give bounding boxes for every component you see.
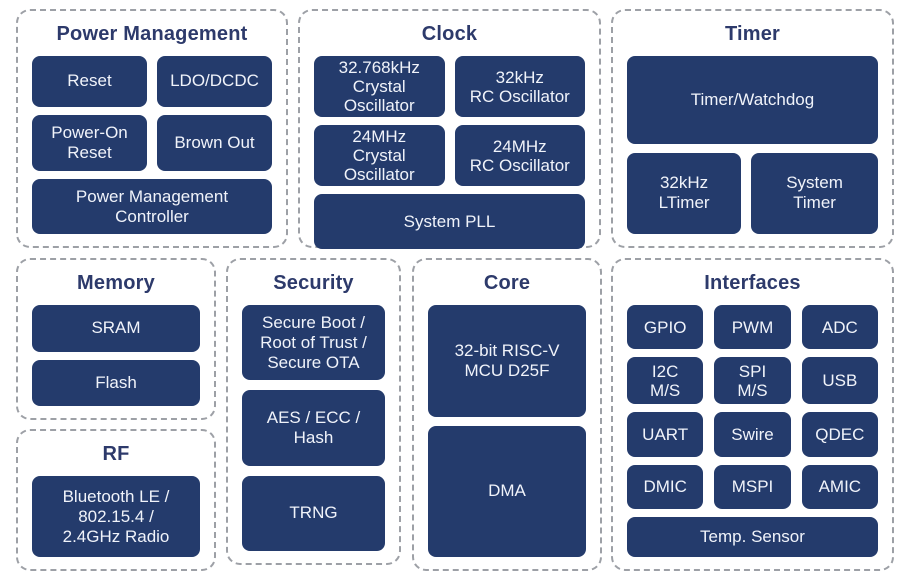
timer-bottom-row: 32kHz LTimer System Timer [627,152,878,234]
block-power-management-controller: Power Management Controller [32,179,272,234]
clock-blocks: 32.768kHz Crystal Oscillator 32kHz RC Os… [314,56,585,249]
block-amic: AMIC [801,464,878,509]
group-clock: Clock 32.768kHz Crystal Oscillator 32kHz… [298,9,601,249]
block-uart: UART [627,412,704,457]
block-32khz-rc-oscillator: 32kHz RC Oscillator [454,56,585,117]
group-power-management: Power Management Reset LDO/DCDC Power-On… [16,9,288,248]
block-mspi: MSPI [714,464,791,509]
block-ldo-dcdc: LDO/DCDC [157,56,272,107]
block-system-pll: System PLL [314,194,585,249]
group-core: Core 32-bit RISC-V MCU D25F DMA [412,258,602,571]
block-temp-sensor: Temp. Sensor [627,516,878,557]
block-usb: USB [801,357,878,405]
block-24mhz-crystal-oscillator: 24MHz Crystal Oscillator [314,125,445,186]
interfaces-blocks: GPIO PWM ADC I2C M/S SPI M/S USB UART Sw… [627,305,878,557]
clock-title: Clock [421,23,478,45]
block-swire: Swire [714,412,791,457]
interfaces-title: Interfaces [704,272,801,294]
security-title: Security [273,272,354,294]
block-dma: DMA [428,425,586,557]
block-dmic: DMIC [627,464,704,509]
block-32-768khz-crystal-oscillator: 32.768kHz Crystal Oscillator [314,56,445,117]
group-rf: RF Bluetooth LE / 802.15.4 / 2.4GHz Radi… [16,429,216,571]
block-secure-boot-root-of-trust-secure-ota: Secure Boot / Root of Trust / Secure OTA [242,305,385,381]
rf-title: RF [102,443,130,465]
block-sram: SRAM [32,305,200,352]
power-management-title: Power Management [56,23,248,45]
block-24mhz-rc-oscillator: 24MHz RC Oscillator [454,125,585,186]
block-power-on-reset: Power-On Reset [32,114,147,172]
block-bluetooth-radio: Bluetooth LE / 802.15.4 / 2.4GHz Radio [32,476,200,557]
block-qdec: QDEC [801,412,878,457]
block-32khz-ltimer: 32kHz LTimer [627,152,742,234]
block-spi-ms: SPI M/S [714,357,791,405]
core-blocks: 32-bit RISC-V MCU D25F DMA [428,305,586,557]
block-adc: ADC [801,305,878,350]
group-security: Security Secure Boot / Root of Trust / S… [226,258,401,565]
group-timer: Timer Timer/Watchdog 32kHz LTimer System… [611,9,894,248]
group-interfaces: Interfaces GPIO PWM ADC I2C M/S SPI M/S … [611,258,894,571]
memory-blocks: SRAM Flash [32,305,200,406]
security-blocks: Secure Boot / Root of Trust / Secure OTA… [242,305,385,551]
block-timer-watchdog: Timer/Watchdog [627,56,878,144]
timer-title: Timer [724,23,781,45]
rf-blocks: Bluetooth LE / 802.15.4 / 2.4GHz Radio [32,476,200,557]
block-pwm: PWM [714,305,791,350]
core-title: Core [483,272,531,294]
block-trng: TRNG [242,475,385,551]
block-flash: Flash [32,359,200,406]
block-aes-ecc-hash: AES / ECC / Hash [242,390,385,466]
block-gpio: GPIO [627,305,704,350]
block-brown-out: Brown Out [157,114,272,172]
memory-title: Memory [77,272,155,294]
group-memory: Memory SRAM Flash [16,258,216,420]
block-32bit-riscv-mcu-d25f: 32-bit RISC-V MCU D25F [428,305,586,417]
block-system-timer: System Timer [751,152,878,234]
timer-blocks: Timer/Watchdog 32kHz LTimer System Timer [627,56,878,234]
power-management-blocks: Reset LDO/DCDC Power-On Reset Brown Out … [32,56,272,234]
block-reset: Reset [32,56,147,107]
block-i2c-ms: I2C M/S [627,357,704,405]
